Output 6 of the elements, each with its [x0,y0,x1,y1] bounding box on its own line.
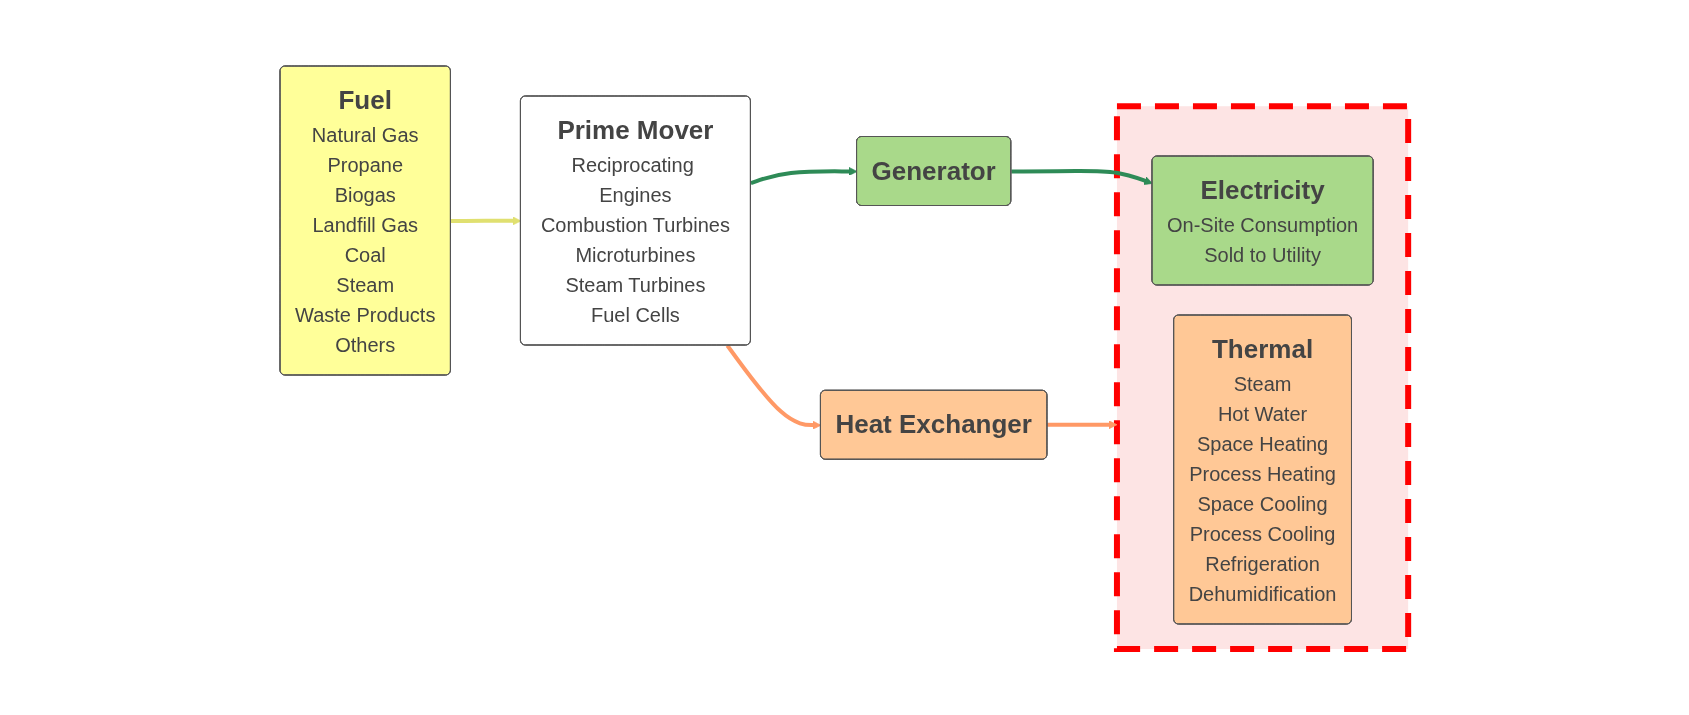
arrow [451,216,522,226]
cluster [1114,103,1412,652]
arrow [726,344,822,430]
arrow [1047,420,1118,430]
arrow [750,167,858,185]
arrow [1011,169,1154,185]
